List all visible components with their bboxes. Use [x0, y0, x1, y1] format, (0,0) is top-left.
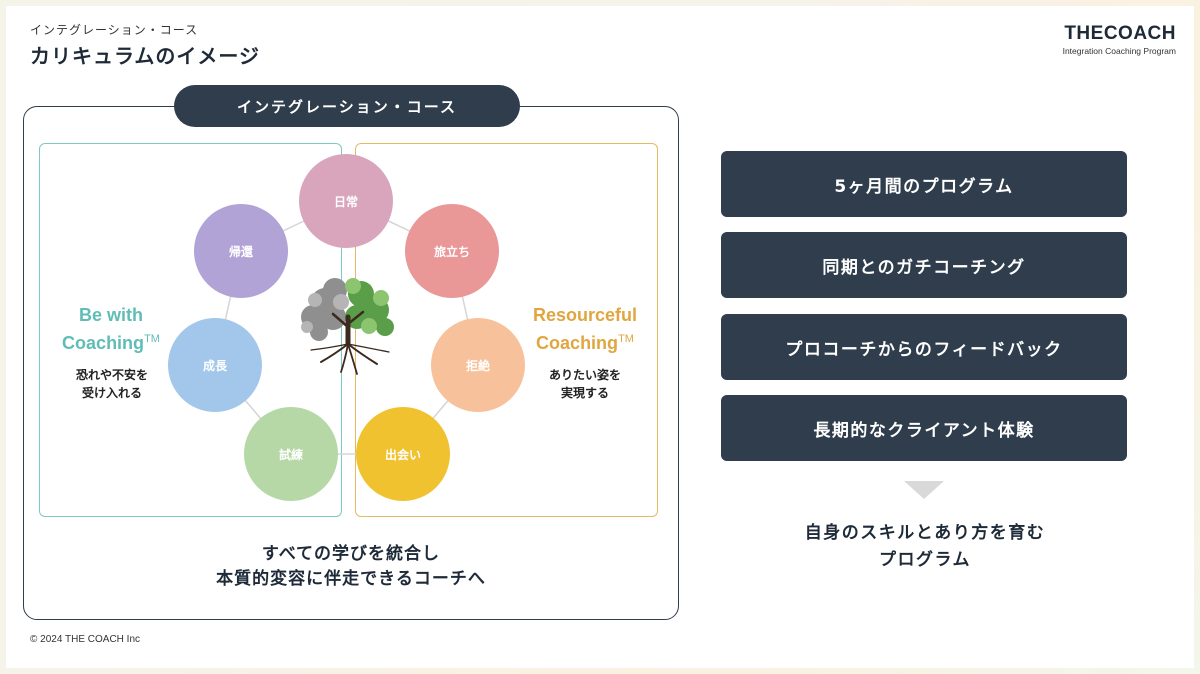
- program-result: 自身のスキルとあり方を育む プログラム: [760, 520, 1090, 574]
- feature-pro-feedback: プロコーチからのフィードバック: [721, 314, 1127, 380]
- resourceful-desc-line2: 実現する: [560, 386, 609, 400]
- be-with-line2: Coaching: [62, 333, 145, 353]
- stage-node-encounter: 出会い: [356, 407, 450, 501]
- resourceful-line1: Resourceful: [532, 305, 638, 325]
- be-with-desc-line1: 恐れや不安を: [75, 368, 148, 382]
- be-with-description: 恐れや不安を 受け入れる: [52, 366, 172, 402]
- trademark-mark: TM: [618, 333, 634, 345]
- program-result-line1: 自身のスキルとあり方を育む: [804, 523, 1046, 543]
- logo-tagline: Integration Coaching Program: [1062, 46, 1176, 56]
- feature-duration: 5ヶ月間のプログラム: [721, 151, 1127, 217]
- be-with-line1: Be with: [78, 305, 143, 325]
- section-eyebrow: インテグレーション・コース: [30, 23, 199, 37]
- stage-node-rejection: 拒絶: [431, 318, 525, 412]
- brand-logo: THECOACH Integration Coaching Program: [1062, 23, 1176, 57]
- feature-client-experience: 長期的なクライアント体験: [721, 395, 1127, 461]
- be-with-box: [39, 143, 342, 517]
- stage-node-departure: 旅立ち: [405, 204, 499, 298]
- resourceful-desc-line1: ありたい姿を: [548, 368, 621, 382]
- program-result-line2: プログラム: [879, 550, 971, 570]
- page-title: カリキュラムのイメージ: [30, 44, 260, 68]
- course-summary-line2: 本質的変容に伴走できるコーチへ: [216, 569, 486, 589]
- stage-node-daily: 日常: [299, 154, 393, 248]
- course-label: インテグレーション・コース: [174, 85, 520, 127]
- resourceful-line2: Coaching: [536, 333, 619, 353]
- be-with-desc-line2: 受け入れる: [81, 386, 142, 400]
- resourceful-description: ありたい姿を 実現する: [525, 366, 645, 402]
- arrow-down-icon: [904, 481, 944, 499]
- trademark-mark: TM: [144, 333, 160, 345]
- course-summary-line1: すべての学びを統合し: [261, 544, 441, 564]
- stage-node-return: 帰還: [194, 204, 288, 298]
- copyright-notice: © 2024 THE COACH Inc: [30, 634, 140, 645]
- be-with-heading: Be with CoachingTM: [46, 303, 176, 355]
- feature-peer-coaching: 同期とのガチコーチング: [721, 232, 1127, 298]
- resourceful-box: [355, 143, 658, 517]
- resourceful-heading: Resourceful CoachingTM: [520, 303, 650, 355]
- course-summary: すべての学びを統合し 本質的変容に伴走できるコーチへ: [120, 542, 582, 592]
- stage-node-growth: 成長: [168, 318, 262, 412]
- tree-icon: [301, 278, 394, 375]
- logo-wordmark: THECOACH: [1064, 23, 1176, 44]
- stage-node-trial: 試練: [244, 407, 338, 501]
